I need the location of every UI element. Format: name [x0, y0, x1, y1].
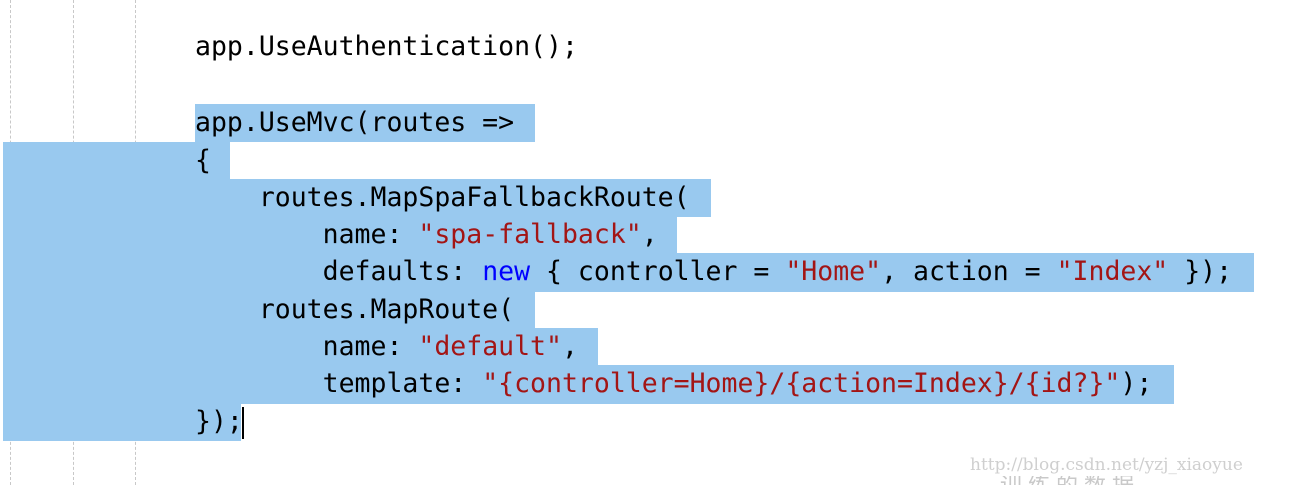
- selection-highlight: [3, 253, 1254, 292]
- text-caret: [242, 407, 244, 439]
- code-line-8: name: "default",: [195, 328, 578, 366]
- string-literal: "default": [418, 331, 562, 362]
- code-token: name:: [195, 219, 419, 250]
- code-line-1: app.UseAuthentication();: [195, 31, 578, 62]
- selection-highlight: [3, 179, 711, 217]
- keyword-new: new: [482, 256, 531, 287]
- selection-highlight: [195, 104, 535, 142]
- selection-highlight: [3, 403, 241, 441]
- code-token: ,: [561, 331, 578, 362]
- code-token: , action =: [881, 256, 1057, 287]
- code-token: defaults:: [195, 256, 483, 287]
- watermark-url: http://blog.csdn.net/yzj_xiaoyue: [970, 455, 1243, 475]
- code-line-6: defaults: new { controller = "Home", act…: [195, 253, 1232, 291]
- watermark-cut-text: 训练的数据: [1000, 476, 1150, 485]
- selection-highlight: [3, 216, 677, 254]
- code-token: ,: [641, 219, 658, 250]
- code-line-2: app.UseMvc(routes =>: [195, 107, 515, 138]
- code-line-5: name: "spa-fallback",: [195, 216, 658, 254]
- string-literal: "Home": [785, 256, 882, 287]
- selection-highlight: [3, 142, 230, 180]
- code-line-10: });: [195, 406, 243, 437]
- code-token: );: [1120, 368, 1153, 399]
- code-line-3: {: [195, 145, 211, 176]
- string-literal: "Index": [1056, 256, 1169, 287]
- selection-highlight: [3, 328, 598, 366]
- string-literal: "{controller=Home}/{action=Index}/{id?}": [482, 368, 1121, 399]
- code-token: });: [1168, 256, 1233, 287]
- selection-highlight: [3, 291, 535, 329]
- selection-highlight: [3, 365, 1174, 404]
- code-line-9: template: "{controller=Home}/{action=Ind…: [195, 365, 1153, 403]
- code-token: name:: [195, 331, 419, 362]
- code-line-4: routes.MapSpaFallbackRoute(: [195, 182, 690, 213]
- code-token: { controller =: [530, 256, 786, 287]
- code-line-7: routes.MapRoute(: [195, 294, 515, 325]
- string-literal: "spa-fallback": [418, 219, 642, 250]
- code-token: template:: [195, 368, 483, 399]
